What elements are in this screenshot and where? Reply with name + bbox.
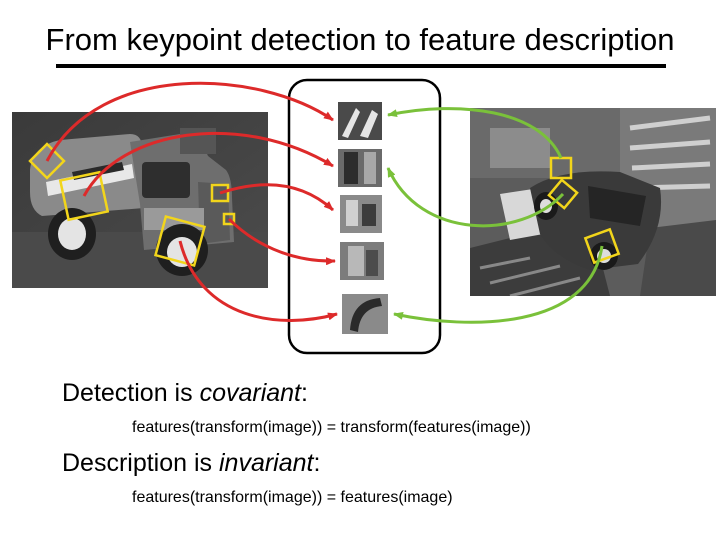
patch-5 [342, 294, 388, 334]
keypoint-box-left-3 [210, 183, 230, 203]
arrow-green-1 [387, 107, 563, 159]
detection-suffix: : [301, 379, 308, 407]
arrow-red-5 [178, 240, 338, 322]
patch-3 [340, 195, 382, 233]
description-statement: Description is invariant: [62, 448, 320, 478]
toy-truck-rotated-photo [470, 108, 716, 296]
arrow-red-3 [219, 183, 335, 212]
keypoint-box-left-5 [153, 214, 207, 268]
slide-title: From keypoint detection to feature descr… [45, 22, 675, 57]
keypoint-box-left-1 [28, 142, 66, 180]
arrow-red-2 [82, 131, 334, 197]
keypoint-box-right-1 [549, 156, 573, 180]
description-equation: features(transform(image)) = features(im… [132, 489, 453, 506]
truck-grille [198, 182, 230, 244]
description-suffix: : [313, 449, 321, 477]
patch-2 [338, 149, 382, 187]
arrow-green-2 [386, 167, 565, 228]
detection-equation: features(transform(image)) = transform(f… [132, 419, 531, 436]
title-underline [56, 64, 666, 68]
patch-4 [340, 242, 384, 280]
keypoint-box-left-4 [222, 212, 236, 226]
arrow-green-3 [393, 245, 604, 324]
patch-1 [338, 102, 382, 140]
truck-windshield [588, 186, 646, 226]
keypoint-box-right-3 [583, 227, 621, 265]
arrow-red-1 [45, 81, 334, 162]
arrow-red-4 [227, 217, 336, 266]
keypoint-diagram [28, 78, 621, 355]
keypoint-box-left-2 [58, 170, 110, 222]
detection-term: covariant [199, 379, 302, 407]
detection-statement: Detection is covariant: [62, 378, 308, 408]
detection-prefix: Detection is [62, 379, 200, 407]
description-prefix: Description is [62, 449, 219, 477]
description-term: invariant [219, 449, 314, 477]
truck-windshield [142, 162, 190, 198]
